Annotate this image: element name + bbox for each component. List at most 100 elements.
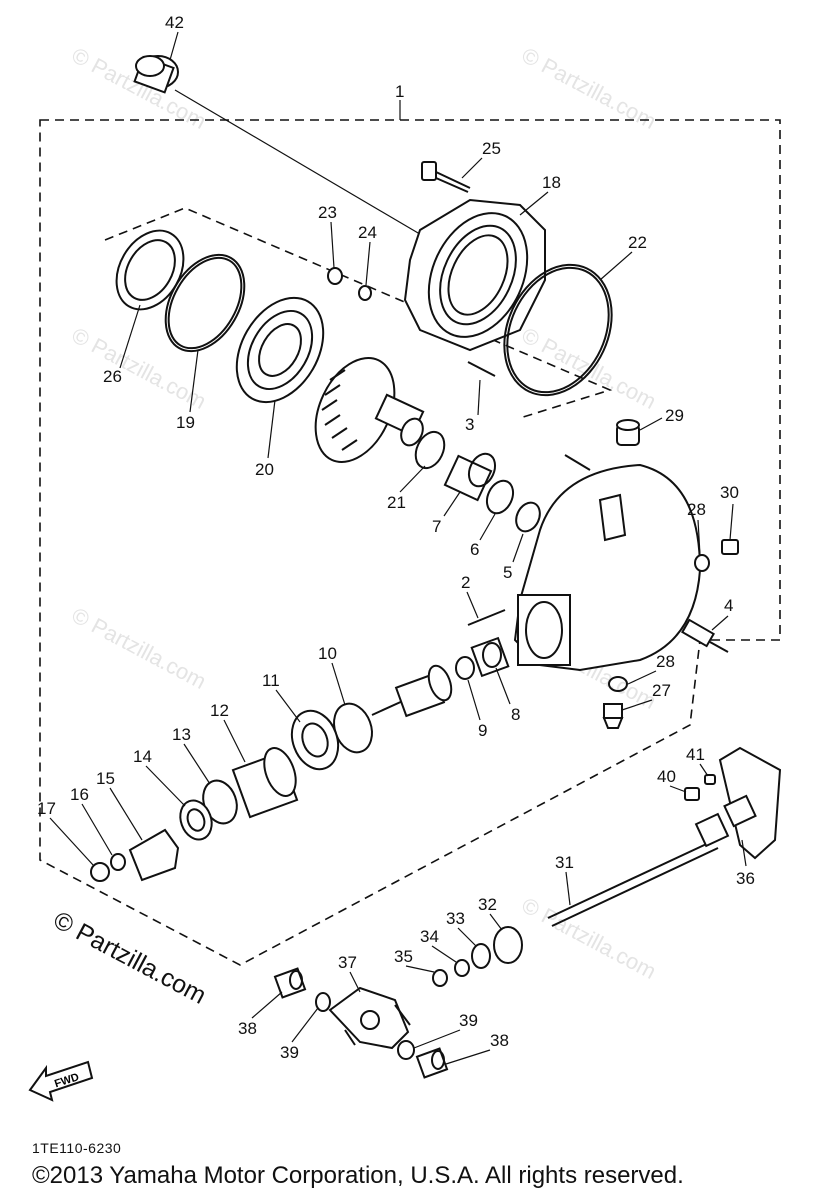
part-27-plug [602,703,624,729]
callout-13: 13 [172,725,191,744]
callout-30: 30 [720,483,739,502]
callout-16: 16 [70,785,89,804]
callout-32: 32 [478,895,497,914]
part-33-washer [471,943,491,969]
part-23-nut [327,267,343,285]
part-19-o-ring [164,253,246,353]
callout-1: 1 [395,82,404,101]
part-17-nut [90,862,110,882]
callout-38-right: 38 [490,1031,509,1050]
part-36-flange [718,746,782,860]
callout-25: 25 [482,139,501,158]
callout-12: 12 [210,701,229,720]
callout-28-lower: 28 [656,652,675,671]
pinion-gear [371,664,453,718]
watermark-7: © Partzilla.com [518,892,661,984]
sub-boundary [104,207,613,419]
callout-19: 19 [176,413,195,432]
callout-8: 8 [511,705,520,724]
part-5-spacer [515,501,541,533]
part-14-oil-seal [179,799,213,841]
part-3-stud-a [467,361,496,377]
part-8-bearing [470,636,510,678]
part-25-bolt [421,161,471,193]
watermark-3: © Partzilla.com [68,322,211,414]
part-35-nut [432,969,448,987]
callout-6: 6 [470,540,479,559]
callout-33: 33 [446,909,465,928]
part-37-universal-joint [328,986,411,1050]
part-39-ring-left [315,992,331,1012]
callout-3: 3 [465,415,474,434]
callout-14: 14 [133,747,152,766]
part-20-bearing [235,296,325,404]
part-12-bearing-housing [231,747,299,819]
part-40-nut [684,787,700,801]
callout-36: 36 [736,869,755,888]
ring-gear [314,357,425,463]
part-39-ring-right [397,1040,415,1060]
watermark-5: © Partzilla.com [68,602,211,694]
callout-15: 15 [96,769,115,788]
callout-39-left: 39 [280,1043,299,1062]
callout-24: 24 [358,223,377,242]
part-32-bearing [493,926,523,964]
part-28-washer-lower [608,676,628,692]
part-31-drive-shaft [547,812,730,927]
part-29-cap [616,419,640,446]
callout-9: 9 [478,721,487,740]
part-38-bushing-left [273,967,307,999]
callout-20: 20 [255,460,274,479]
callout-34: 34 [420,927,439,946]
part-41-washer [704,774,716,785]
part-22-o-ring [503,263,613,397]
part-9-shim [455,656,475,680]
callout-23: 23 [318,203,337,222]
part-24-washer [358,285,372,301]
fwd-arrow-icon: FWD [28,1060,94,1102]
copyright-notice: ©2013 Yamaha Motor Corporation, U.S.A. A… [32,1162,684,1189]
callout-18: 18 [542,173,561,192]
callout-29: 29 [665,406,684,425]
callout-38-left: 38 [238,1019,257,1038]
callouts: 42 1 25 18 23 24 22 26 19 20 3 29 21 7 6… [37,13,755,1062]
part-26-oil-seal [115,229,185,311]
callout-40: 40 [657,767,676,786]
callout-26: 26 [103,367,122,386]
callout-21: 21 [387,493,406,512]
part-2-stud [467,609,506,626]
callout-7: 7 [432,517,441,536]
part-11-bearing [290,709,340,771]
part-38-bushing-right [415,1047,449,1079]
callout-17: 17 [37,799,56,818]
callout-35: 35 [394,947,413,966]
callout-27: 27 [652,681,671,700]
part-7-bearing [443,452,497,502]
callout-11: 11 [262,671,280,690]
callout-4: 4 [724,596,733,615]
callout-31: 31 [555,853,574,872]
callout-22: 22 [628,233,647,252]
callout-42: 42 [165,13,184,32]
leader-lines [49,31,747,1065]
part-34-shim [454,959,470,977]
part-code: 1TE110-6230 [32,1140,122,1156]
callout-2: 2 [461,573,470,592]
part-16-washer [110,853,126,871]
part-3-stud-b [564,454,591,471]
assembly-boundary [39,119,781,966]
part-15-boot [128,828,180,882]
callout-41: 41 [686,745,705,764]
callout-10: 10 [318,644,337,663]
callout-39-right: 39 [459,1011,478,1030]
callout-5: 5 [503,563,512,582]
part-4-dowel [681,618,729,653]
part-28-washer-top [694,554,710,572]
gear-case-housing [513,463,702,672]
callout-28-top: 28 [687,500,706,519]
part-42-collar [133,55,431,241]
part-6-bearing [485,479,515,515]
part-21-shim [414,430,446,470]
part-30-bolt [721,539,739,555]
